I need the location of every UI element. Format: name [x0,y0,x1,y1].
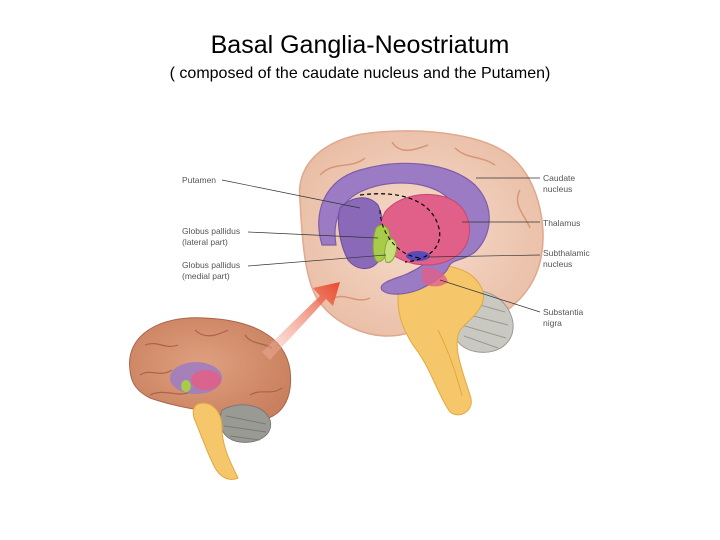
small-brain-cerebellum [219,404,272,443]
label-putamen: Putamen [182,175,216,185]
label-globus-lateral-1: Globus pallidus [182,226,240,236]
small-brain-stem [192,402,239,480]
label-thalamus: Thalamus [543,218,580,228]
structure-labels: Putamen Globus pallidus (lateral part) G… [182,173,591,328]
small-brain-thalamus [191,370,221,390]
label-subthalamic-2: nucleus [543,259,572,269]
subthalamic-nucleus [406,251,430,261]
label-caudate-2: nucleus [543,184,572,194]
zoom-arrow [262,282,340,360]
page-subtitle: ( composed of the caudate nucleus and th… [169,65,551,82]
label-substantia-1: Substantia [543,307,583,317]
label-globus-medial-2: (medial part) [182,271,230,281]
brainstem [397,265,484,416]
small-brain-globus [181,380,191,392]
substantia-nigra [422,267,448,287]
label-substantia-2: nigra [543,318,562,328]
globus-pallidus-medial [384,238,397,263]
leader-lines [221,177,541,313]
large-brain-section [298,130,544,416]
page-title: Basal Ganglia-Neostriatum [210,31,510,59]
label-globus-medial-1: Globus pallidus [182,260,240,270]
label-caudate-1: Caudate [543,173,575,183]
label-globus-lateral-2: (lateral part) [182,237,228,247]
label-subthalamic-1: Subthalamic [543,248,591,258]
small-whole-brain [129,317,292,480]
